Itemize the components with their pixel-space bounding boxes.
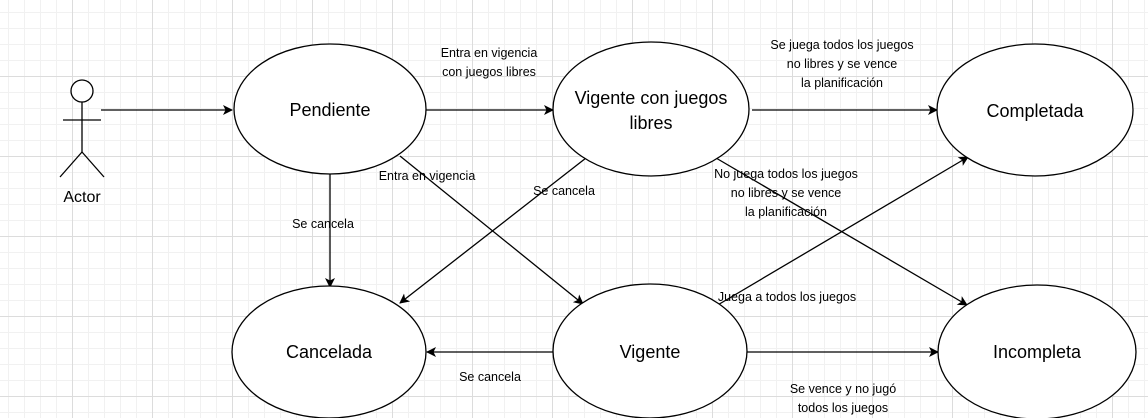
state-cancelada-label: Cancelada: [286, 342, 373, 362]
state-incompleta[interactable]: [937, 284, 1137, 418]
state-cancelada[interactable]: [231, 285, 427, 418]
label-vigente-libres-to-cancelada: Se cancela: [533, 184, 595, 198]
edge-vigente-to-completada[interactable]: [715, 156, 969, 307]
edge-label-line: no libres y se vence: [787, 57, 898, 71]
state-pendiente-label: Pendiente: [289, 100, 370, 120]
label-vigente-to-completada: Juega a todos los juegos: [718, 290, 856, 304]
state-vigente-libres-label-line1: Vigente con juegos: [575, 88, 728, 108]
edge-label-line: Se cancela: [292, 217, 354, 231]
edge-label-line: Se juega todos los juegos: [770, 38, 913, 52]
edge-vigente-libres-to-cancelada[interactable]: [399, 157, 587, 304]
label-pendiente-to-vigente: Entra en vigencia: [379, 169, 476, 183]
state-vigente-con-juegos-libres[interactable]: [552, 41, 750, 177]
actor-head: [70, 79, 94, 103]
state-completada-label: Completada: [986, 101, 1084, 121]
label-pendiente-to-vigente-libres: Entra en vigencia con juegos libres: [441, 46, 538, 79]
state-vigente[interactable]: [552, 283, 748, 418]
label-vigente-to-incompleta: Se vence y no jugó todos los juegos: [790, 382, 896, 415]
label-vigente-libres-to-completada: Se juega todos los juegos no libres y se…: [770, 38, 913, 90]
label-pendiente-to-cancelada: Se cancela: [292, 217, 354, 231]
actor-figure[interactable]: [59, 79, 105, 178]
edge-label-line: No juega todos los juegos: [714, 167, 858, 181]
label-vigente-libres-to-incompleta: No juega todos los juegos no libres y se…: [714, 167, 858, 219]
state-incompleta-label: Incompleta: [993, 342, 1082, 362]
state-vigente-label: Vigente: [620, 342, 681, 362]
edge-label-line: no libres y se vence: [731, 186, 842, 200]
edge-label-line: la planificación: [801, 76, 883, 90]
edge-label-line: Entra en vigencia: [441, 46, 538, 60]
edge-pendiente-to-vigente[interactable]: [399, 155, 584, 305]
edge-label-line: Entra en vigencia: [379, 169, 476, 183]
state-pendiente[interactable]: [233, 43, 427, 175]
actor-left-leg: [59, 151, 83, 178]
edge-label-line: Se vence y no jugó: [790, 382, 896, 396]
edge-label-line: todos los juegos: [798, 401, 888, 415]
actor-label: Actor: [63, 189, 101, 206]
edge-label-line: Se cancela: [459, 370, 521, 384]
state-vigente-libres-label-line2: libres: [629, 113, 672, 133]
state-completada[interactable]: [936, 43, 1134, 177]
edge-label-line: Se cancela: [533, 184, 595, 198]
edge-label-line: Juega a todos los juegos: [718, 290, 856, 304]
edge-label-line: la planificación: [745, 205, 827, 219]
label-vigente-to-cancelada: Se cancela: [459, 370, 521, 384]
edge-label-line: con juegos libres: [442, 65, 536, 79]
actor-right-leg: [81, 151, 105, 178]
